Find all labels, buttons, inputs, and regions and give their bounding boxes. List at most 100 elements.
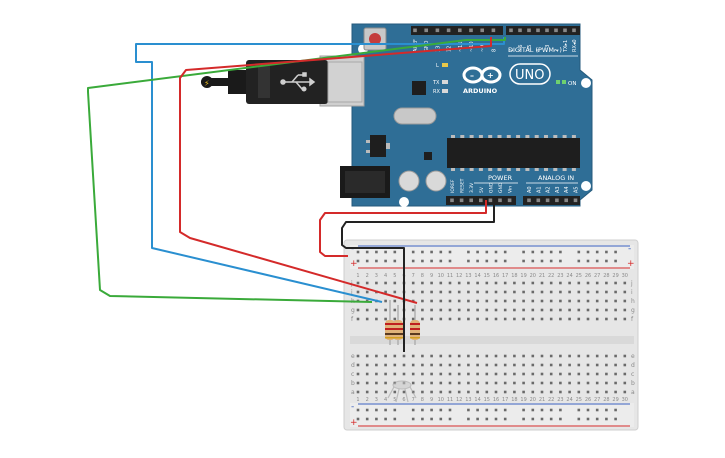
analog-pin[interactable]	[564, 198, 568, 203]
rail-hole[interactable]	[375, 250, 378, 254]
breadboard-hole[interactable]	[531, 299, 535, 303]
rail-hole[interactable]	[614, 250, 617, 254]
breadboard-hole[interactable]	[365, 354, 369, 358]
breadboard-hole[interactable]	[614, 290, 617, 294]
breadboard-hole[interactable]	[586, 363, 590, 367]
breadboard-hole[interactable]	[439, 381, 443, 385]
breadboard-hole[interactable]	[568, 317, 571, 321]
breadboard-hole[interactable]	[476, 290, 479, 294]
rail-hole[interactable]	[614, 417, 617, 421]
breadboard-hole[interactable]	[457, 308, 461, 312]
power-pin[interactable]	[450, 198, 454, 203]
breadboard-hole[interactable]	[476, 317, 479, 321]
breadboard-hole[interactable]	[393, 354, 397, 358]
rail-hole[interactable]	[605, 417, 608, 421]
breadboard-hole[interactable]	[439, 308, 443, 312]
breadboard-hole[interactable]	[467, 308, 470, 312]
breadboard-hole[interactable]	[457, 381, 461, 385]
breadboard-hole[interactable]	[577, 308, 581, 312]
breadboard-hole[interactable]	[457, 372, 461, 376]
breadboard-hole[interactable]	[430, 281, 433, 285]
breadboard-hole[interactable]	[476, 372, 479, 376]
breadboard-hole[interactable]	[531, 317, 535, 321]
breadboard-hole[interactable]	[467, 372, 470, 376]
rail-hole[interactable]	[503, 417, 507, 421]
rgb-led[interactable]	[387, 380, 417, 403]
breadboard-hole[interactable]	[421, 308, 424, 312]
rail-hole[interactable]	[522, 408, 525, 412]
rail-hole[interactable]	[577, 408, 581, 412]
breadboard-hole[interactable]	[503, 281, 507, 285]
breadboard-hole[interactable]	[485, 281, 489, 285]
breadboard-hole[interactable]	[605, 381, 608, 385]
breadboard-hole[interactable]	[467, 390, 470, 394]
breadboard-hole[interactable]	[411, 354, 415, 358]
breadboard-hole[interactable]	[549, 381, 553, 385]
wire-blue-pin10[interactable]	[135, 37, 505, 303]
rail-hole[interactable]	[614, 259, 617, 263]
breadboard-hole[interactable]	[577, 299, 581, 303]
breadboard-hole[interactable]	[448, 308, 452, 312]
breadboard-hole[interactable]	[411, 363, 415, 367]
breadboard-hole[interactable]	[503, 290, 507, 294]
breadboard-hole[interactable]	[467, 290, 470, 294]
breadboard-hole[interactable]	[577, 281, 581, 285]
breadboard-hole[interactable]	[430, 290, 433, 294]
rail-hole[interactable]	[476, 259, 479, 263]
breadboard-hole[interactable]	[421, 372, 424, 376]
breadboard-hole[interactable]	[568, 290, 571, 294]
rail-hole[interactable]	[384, 408, 387, 412]
breadboard-hole[interactable]	[513, 363, 516, 367]
breadboard-hole[interactable]	[559, 354, 562, 358]
breadboard-hole[interactable]	[513, 390, 516, 394]
rail-hole[interactable]	[559, 408, 562, 412]
breadboard-hole[interactable]	[402, 363, 406, 367]
rail-hole[interactable]	[448, 408, 452, 412]
breadboard-hole[interactable]	[540, 299, 544, 303]
rail-hole[interactable]	[494, 408, 498, 412]
breadboard-hole[interactable]	[494, 390, 498, 394]
breadboard-hole[interactable]	[375, 363, 378, 367]
breadboard-hole[interactable]	[605, 372, 608, 376]
rail-hole[interactable]	[577, 417, 581, 421]
rail-hole[interactable]	[393, 417, 397, 421]
rail-hole[interactable]	[421, 250, 424, 254]
rail-hole[interactable]	[448, 259, 452, 263]
breadboard-hole[interactable]	[402, 354, 406, 358]
breadboard-hole[interactable]	[448, 290, 452, 294]
breadboard-hole[interactable]	[457, 317, 461, 321]
rail-hole[interactable]	[549, 250, 553, 254]
breadboard-hole[interactable]	[356, 354, 360, 358]
rail-hole[interactable]	[393, 259, 397, 263]
breadboard-hole[interactable]	[411, 308, 415, 312]
rail-hole[interactable]	[494, 250, 498, 254]
rail-hole[interactable]	[540, 259, 544, 263]
breadboard-hole[interactable]	[540, 363, 544, 367]
rail-hole[interactable]	[411, 417, 415, 421]
breadboard-hole[interactable]	[503, 372, 507, 376]
breadboard-hole[interactable]	[540, 308, 544, 312]
rail-hole[interactable]	[411, 259, 415, 263]
breadboard-hole[interactable]	[375, 372, 378, 376]
breadboard-hole[interactable]	[522, 317, 525, 321]
breadboard-hole[interactable]	[513, 299, 516, 303]
breadboard-hole[interactable]	[605, 354, 608, 358]
breadboard-hole[interactable]	[494, 381, 498, 385]
rail-hole[interactable]	[549, 408, 553, 412]
breadboard-hole[interactable]	[393, 390, 397, 394]
breadboard-hole[interactable]	[577, 354, 581, 358]
digital-pin[interactable]	[435, 28, 440, 33]
wire-black-gnd[interactable]	[341, 200, 495, 352]
usb-cable[interactable]: ⚡	[201, 60, 363, 104]
breadboard-hole[interactable]	[586, 299, 590, 303]
breadboard-hole[interactable]	[356, 381, 360, 385]
breadboard-hole[interactable]	[448, 354, 452, 358]
rail-hole[interactable]	[522, 259, 525, 263]
analog-pin[interactable]	[527, 198, 531, 203]
breadboard-hole[interactable]	[522, 281, 525, 285]
breadboard-hole[interactable]	[503, 381, 507, 385]
breadboard-hole[interactable]	[384, 363, 387, 367]
breadboard-hole[interactable]	[365, 381, 369, 385]
breadboard-hole[interactable]	[467, 381, 470, 385]
breadboard-hole[interactable]	[513, 308, 516, 312]
